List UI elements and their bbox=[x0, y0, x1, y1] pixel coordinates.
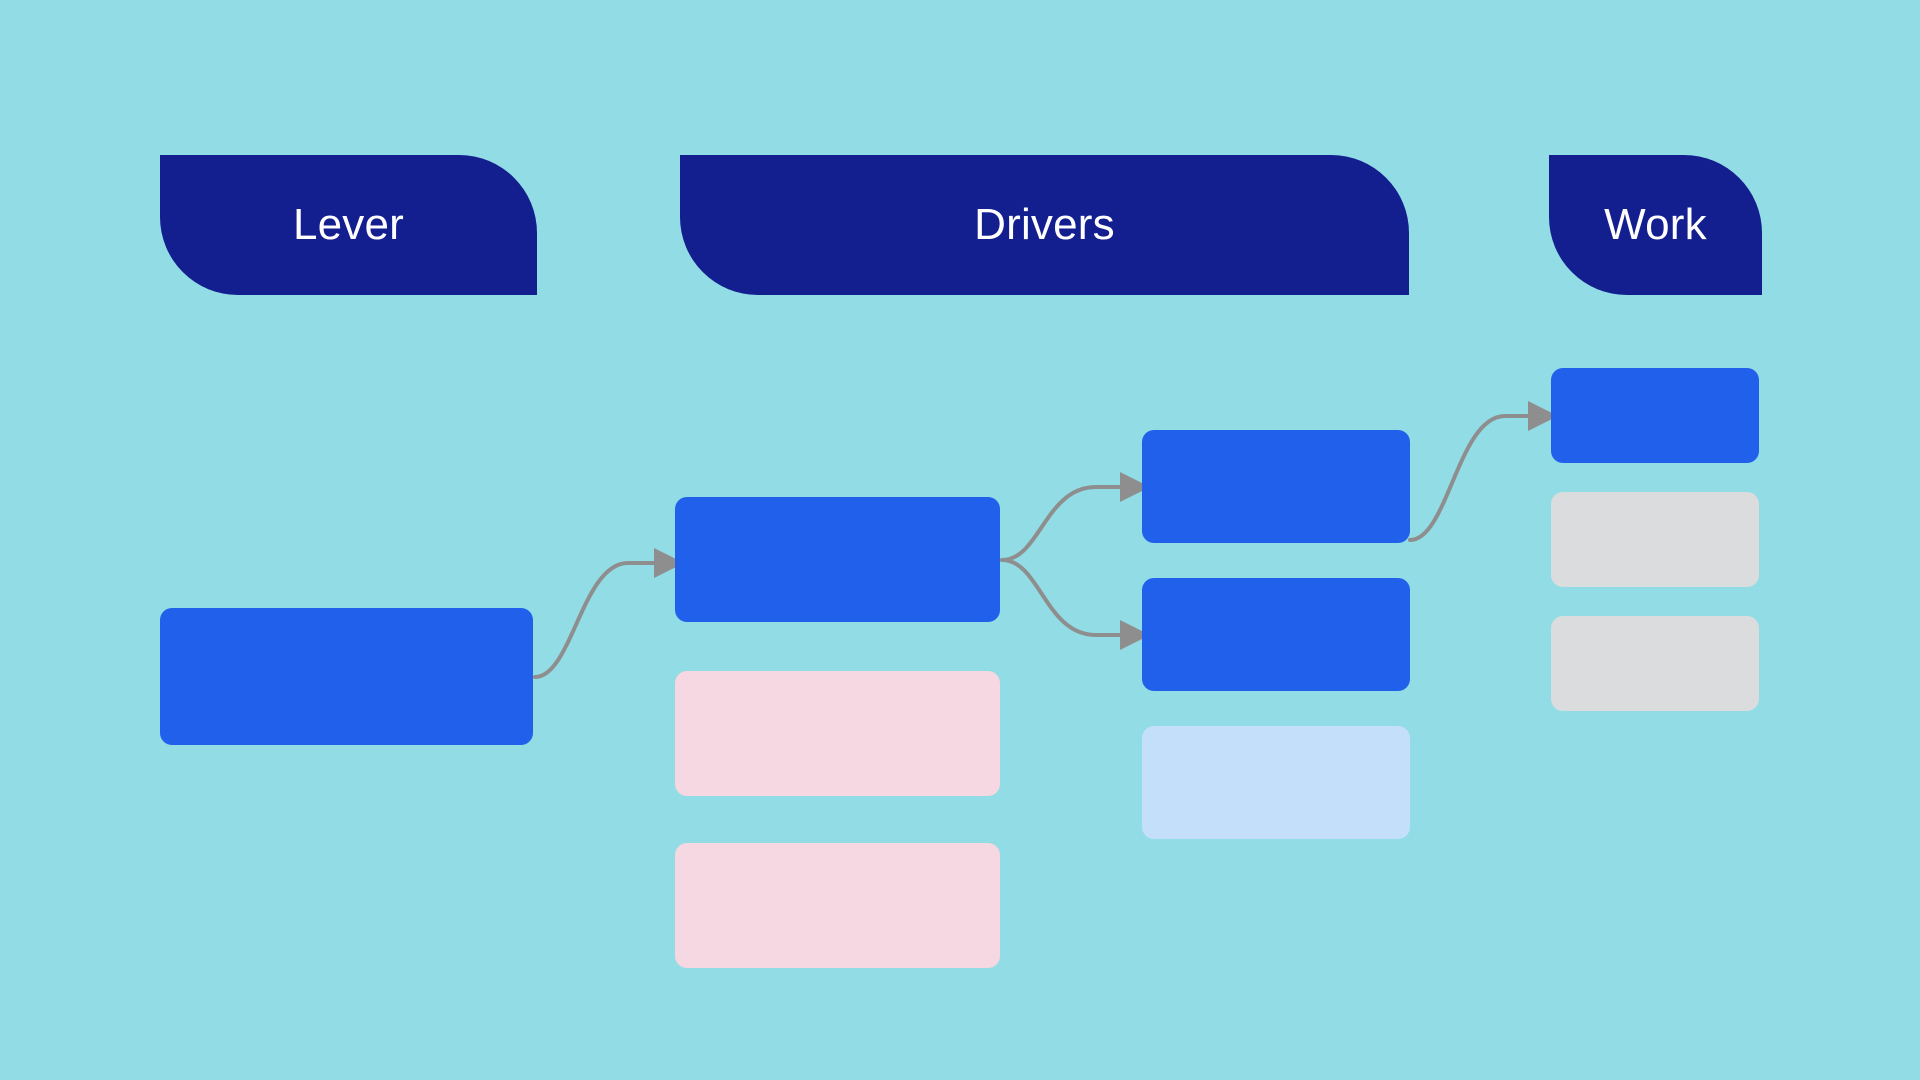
driver-card[interactable] bbox=[1142, 430, 1410, 543]
connector-curve bbox=[1408, 414, 1530, 542]
connector-lever-to-driver bbox=[533, 548, 684, 679]
connector-driver-branch-lower bbox=[1000, 558, 1150, 650]
driver-card[interactable] bbox=[1142, 578, 1410, 691]
driver-card[interactable] bbox=[1142, 726, 1410, 839]
lever-card[interactable] bbox=[160, 608, 533, 745]
connector-curve bbox=[1000, 558, 1122, 637]
column-header-drivers-label: Drivers bbox=[974, 200, 1115, 249]
work-card[interactable] bbox=[1551, 616, 1759, 711]
driver-card[interactable] bbox=[675, 671, 1000, 796]
work-card[interactable] bbox=[1551, 368, 1759, 463]
column-header-lever-label: Lever bbox=[292, 200, 405, 249]
connector-driver-branch-upper bbox=[1000, 472, 1150, 562]
column-header-lever: Lever bbox=[160, 155, 537, 295]
driver-card[interactable] bbox=[675, 497, 1000, 622]
work-card[interactable] bbox=[1551, 492, 1759, 587]
connector-curve bbox=[533, 561, 656, 679]
column-header-work: Work bbox=[1549, 155, 1762, 295]
connector-driver-to-work bbox=[1408, 401, 1558, 542]
column-header-work-label: Work bbox=[1604, 200, 1707, 249]
column-header-drivers: Drivers bbox=[680, 155, 1409, 295]
connector-curve bbox=[1000, 485, 1122, 562]
driver-card[interactable] bbox=[675, 843, 1000, 968]
